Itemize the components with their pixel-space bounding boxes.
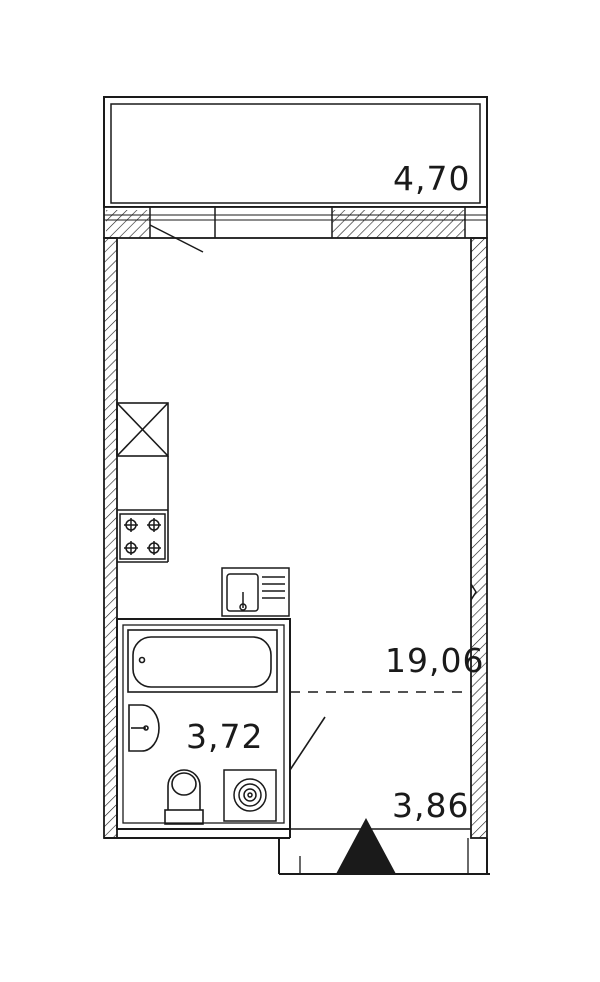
bathtub-icon — [127, 629, 278, 693]
door-swing-balcony — [149, 224, 204, 253]
top-wall — [103, 206, 488, 239]
stove-icon — [119, 513, 166, 560]
right-wall — [470, 237, 488, 839]
bottom-wall — [104, 828, 490, 875]
toilet-icon — [164, 769, 204, 825]
bathroom-area-label: 3,72 — [186, 717, 263, 756]
balcony-area-label: 4,70 — [393, 159, 470, 198]
cabinet-icon — [116, 402, 169, 457]
hallway-area-label: 3,86 — [392, 786, 469, 825]
kitchen-sink-icon — [221, 567, 290, 617]
main-room-area-label: 19,06 — [385, 641, 484, 680]
washbasin-icon — [128, 704, 160, 752]
left-wall — [103, 237, 118, 839]
entrance-arrow-icon — [336, 818, 396, 874]
bathroom-door-swing — [289, 716, 326, 771]
washing-machine-icon — [223, 769, 277, 822]
